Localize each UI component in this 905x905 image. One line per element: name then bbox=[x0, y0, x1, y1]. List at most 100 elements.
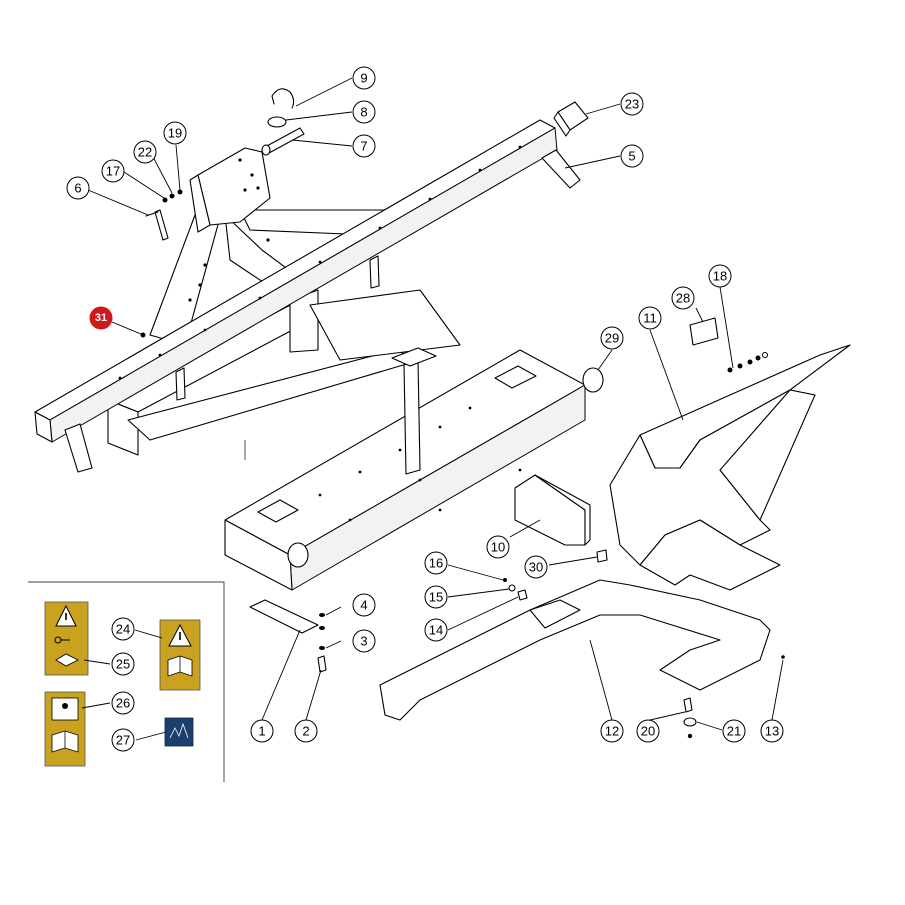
svg-text:22: 22 bbox=[138, 145, 152, 160]
part-31-fitting bbox=[140, 332, 146, 338]
a-frame-holes bbox=[188, 158, 270, 302]
callout-layer: 1 2 3 4 5 6 7 8 9 10 11 12 13 14 15 16 1… bbox=[66, 66, 784, 752]
callout-2[interactable]: 2 bbox=[294, 719, 318, 743]
hitch-parts bbox=[140, 88, 589, 338]
decal-inset-border bbox=[28, 581, 225, 782]
part-4-washer bbox=[319, 613, 325, 617]
svg-text:5: 5 bbox=[628, 149, 635, 164]
callout-6[interactable]: 6 bbox=[66, 176, 90, 200]
svg-text:25: 25 bbox=[116, 657, 130, 672]
callout-5[interactable]: 5 bbox=[620, 144, 644, 168]
part-17-washer bbox=[162, 197, 168, 203]
svg-text:28: 28 bbox=[676, 291, 690, 306]
part-10-bracket-side bbox=[534, 474, 591, 546]
part-3-washer bbox=[319, 646, 325, 650]
callout-11[interactable]: 11 bbox=[638, 306, 662, 330]
callout-10[interactable]: 10 bbox=[486, 535, 510, 559]
decal-24 bbox=[159, 619, 201, 691]
part-8-ring bbox=[267, 116, 287, 128]
frame-rear-post-left bbox=[107, 399, 139, 456]
callout-13[interactable]: 13 bbox=[760, 719, 784, 743]
housing-top-cutout-left bbox=[257, 499, 299, 523]
callout-14[interactable]: 14 bbox=[424, 618, 448, 642]
callout-26[interactable]: 26 bbox=[111, 691, 135, 715]
callout-1[interactable]: 1 bbox=[250, 719, 274, 743]
hearing-protection-icon bbox=[169, 722, 189, 739]
svg-text:26: 26 bbox=[116, 696, 130, 711]
svg-text:12: 12 bbox=[605, 724, 619, 739]
svg-text:11: 11 bbox=[643, 311, 657, 326]
part-21-nut bbox=[687, 733, 693, 739]
callout-22[interactable]: 22 bbox=[133, 140, 157, 164]
svg-text:18: 18 bbox=[713, 269, 727, 284]
part-11-shield-flap bbox=[719, 389, 816, 521]
part-5-bracket bbox=[541, 149, 581, 189]
main-frame-assembly bbox=[34, 119, 586, 591]
svg-text:8: 8 bbox=[360, 105, 367, 120]
svg-text:3: 3 bbox=[360, 634, 367, 649]
right-side-parts bbox=[514, 317, 851, 591]
callout-30[interactable]: 30 bbox=[524, 555, 548, 579]
svg-text:23: 23 bbox=[625, 97, 639, 112]
svg-text:9: 9 bbox=[360, 71, 367, 86]
part-23-cap-side bbox=[553, 111, 571, 137]
callout-12[interactable]: 12 bbox=[600, 719, 624, 743]
part-7-pin-head bbox=[261, 144, 271, 156]
operator-manual-icon-head bbox=[62, 703, 68, 709]
top-beam-holes bbox=[118, 145, 522, 380]
leader-lines bbox=[81, 77, 784, 741]
callout-29[interactable]: 29 bbox=[600, 326, 624, 350]
callout-7[interactable]: 7 bbox=[352, 134, 376, 158]
callout-4[interactable]: 4 bbox=[352, 593, 376, 617]
part-28-plate bbox=[689, 317, 719, 346]
callout-27[interactable]: 27 bbox=[111, 728, 135, 752]
svg-text:1: 1 bbox=[258, 724, 265, 739]
a-frame-side-plate bbox=[189, 174, 211, 233]
callout-23[interactable]: 23 bbox=[620, 92, 644, 116]
callout-9[interactable]: 9 bbox=[352, 66, 376, 90]
decal-inset bbox=[28, 581, 225, 782]
lower-parts bbox=[249, 578, 785, 739]
svg-text:6: 6 bbox=[74, 181, 81, 196]
beam-hanger-2 bbox=[369, 255, 380, 289]
beam-hanger-1 bbox=[175, 367, 186, 401]
part-6-bolt bbox=[145, 211, 159, 217]
part-18-hardware bbox=[727, 351, 769, 373]
svg-text:17: 17 bbox=[106, 164, 120, 179]
part-30-bolt bbox=[596, 549, 608, 563]
part-15-washer bbox=[508, 584, 516, 592]
part-13-clip bbox=[781, 655, 785, 659]
svg-text:24: 24 bbox=[116, 622, 130, 637]
callout-24[interactable]: 24 bbox=[111, 617, 135, 641]
callout-25[interactable]: 25 bbox=[111, 652, 135, 676]
svg-text:30: 30 bbox=[529, 560, 543, 575]
svg-text:15: 15 bbox=[429, 590, 443, 605]
callout-3[interactable]: 3 bbox=[352, 629, 376, 653]
callout-17[interactable]: 17 bbox=[101, 159, 125, 183]
callout-16[interactable]: 16 bbox=[424, 551, 448, 575]
callout-8[interactable]: 8 bbox=[352, 100, 376, 124]
svg-text:10: 10 bbox=[491, 540, 505, 555]
svg-text:13: 13 bbox=[765, 724, 779, 739]
callout-15[interactable]: 15 bbox=[424, 585, 448, 609]
part-11-shield-lower bbox=[639, 519, 781, 591]
part-21-mount bbox=[683, 717, 697, 727]
part-16-nut bbox=[503, 578, 507, 582]
part-22-washer bbox=[169, 193, 175, 199]
frame-side-rail bbox=[309, 289, 461, 361]
housing-post-cap bbox=[391, 347, 437, 367]
callout-18[interactable]: 18 bbox=[708, 264, 732, 288]
svg-text:21: 21 bbox=[727, 724, 741, 739]
callout-28[interactable]: 28 bbox=[671, 286, 695, 310]
housing-left-end bbox=[224, 519, 293, 591]
callout-31-highlighted[interactable]: 31 bbox=[89, 306, 113, 330]
callout-20[interactable]: 20 bbox=[636, 719, 660, 743]
part-1-plate bbox=[249, 599, 319, 634]
manual-book-icon bbox=[55, 653, 79, 667]
callout-21[interactable]: 21 bbox=[722, 719, 746, 743]
top-beam-left-bracket bbox=[64, 423, 93, 473]
svg-text:14: 14 bbox=[429, 623, 443, 638]
part-29-cap bbox=[582, 367, 604, 393]
callout-19[interactable]: 19 bbox=[163, 121, 187, 145]
